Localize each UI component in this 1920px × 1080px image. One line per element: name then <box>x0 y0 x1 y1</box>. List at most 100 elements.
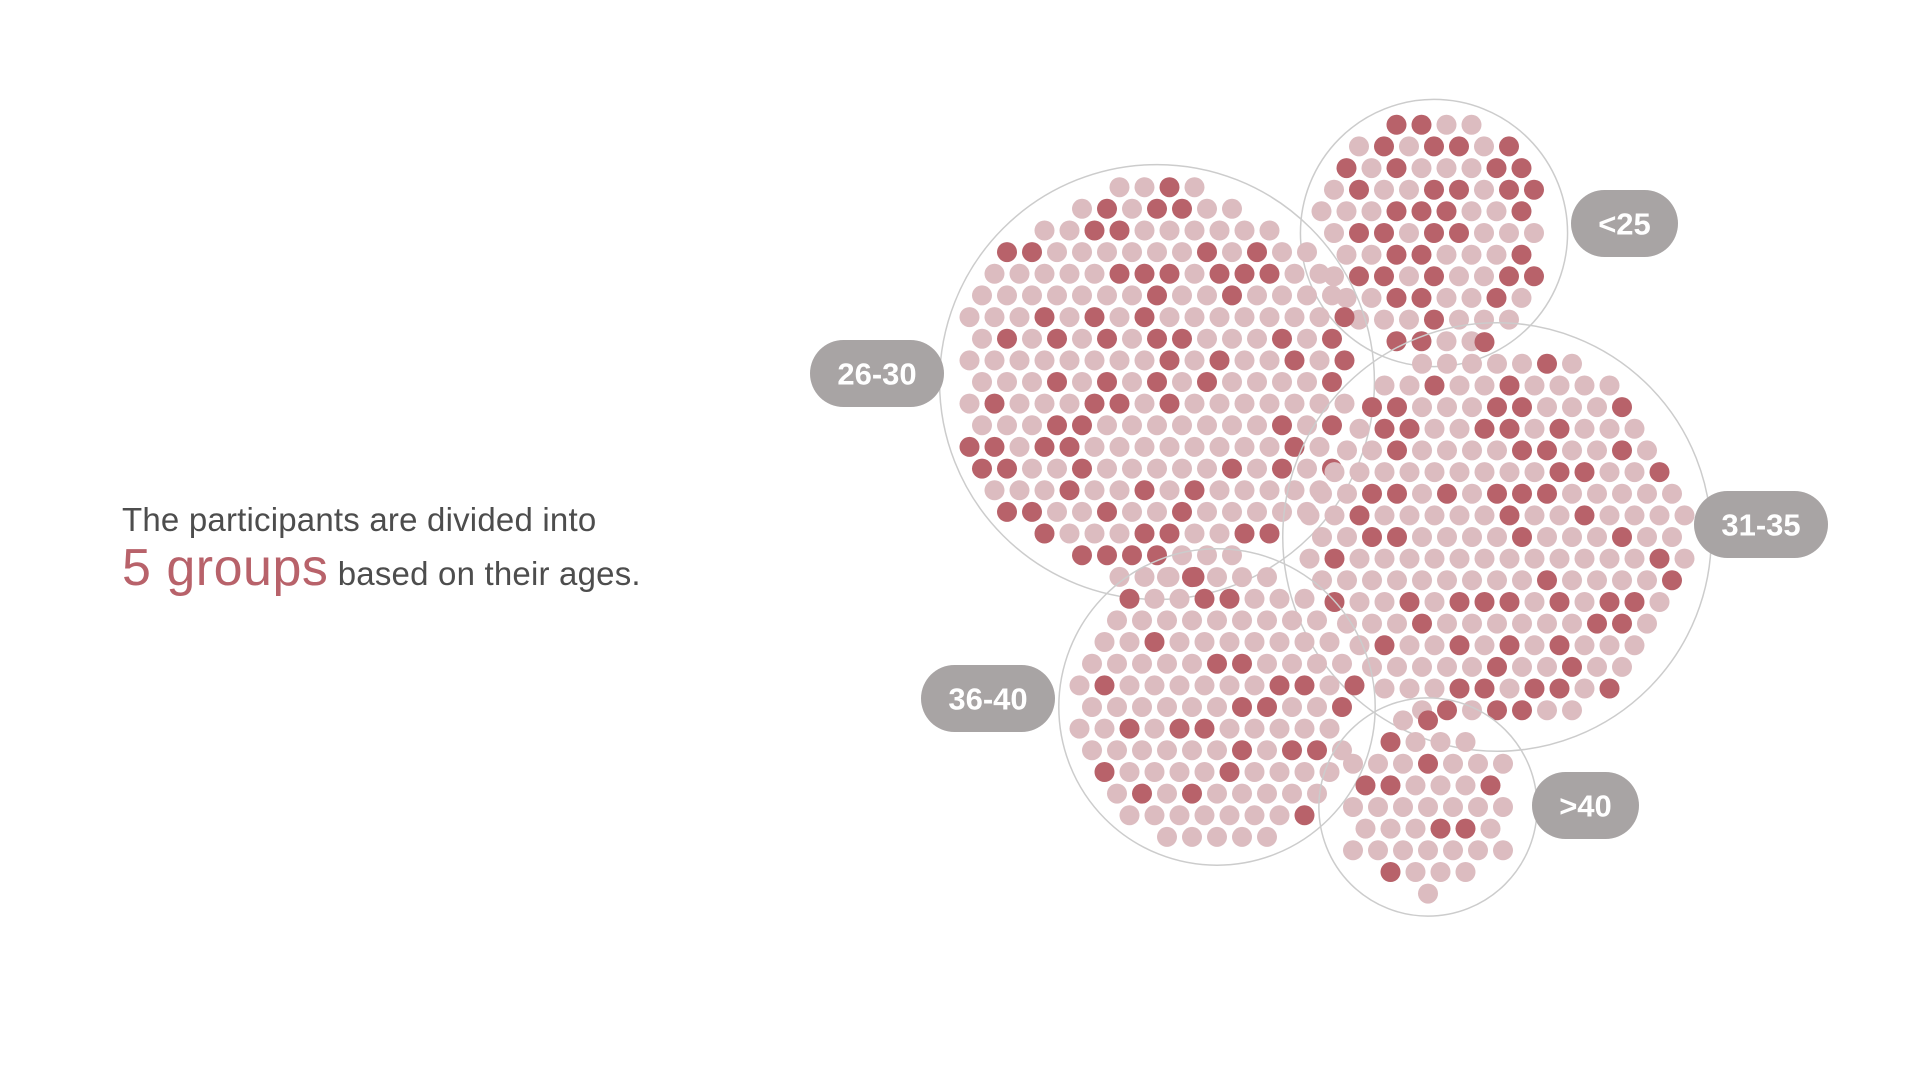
participant-dot-highlighted <box>1362 483 1382 504</box>
participant-dot <box>1257 610 1277 631</box>
participant-dot <box>1562 700 1582 721</box>
participant-dot <box>1034 263 1055 284</box>
participant-dot <box>1599 548 1620 569</box>
participant-dot-highlighted <box>1134 263 1155 284</box>
participant-dot <box>1449 462 1470 483</box>
participant-dot <box>1222 242 1242 263</box>
participant-dot-highlighted <box>1184 480 1205 501</box>
participant-dot <box>1349 136 1369 157</box>
participant-dot-highlighted <box>1349 266 1369 287</box>
participant-dot <box>1511 287 1532 308</box>
participant-dot-highlighted <box>1499 635 1520 656</box>
participant-dot <box>1574 418 1595 439</box>
participant-dot <box>1337 613 1357 634</box>
participant-dot-highlighted <box>1524 266 1544 287</box>
participant-dot <box>1084 263 1105 284</box>
participant-dot <box>1474 136 1494 157</box>
participant-dot <box>972 372 992 392</box>
participant-dot-highlighted <box>1134 480 1155 501</box>
participant-dot <box>1209 436 1230 457</box>
participant-dot <box>1493 840 1513 861</box>
participant-dot-highlighted <box>1436 201 1457 222</box>
participant-dot <box>1107 783 1127 804</box>
participant-dot <box>1072 198 1092 219</box>
participant-dot <box>1257 826 1277 847</box>
participant-dot <box>1311 201 1332 222</box>
participant-dot <box>1412 656 1432 677</box>
participant-dot <box>1362 570 1382 591</box>
participant-dot <box>1587 570 1607 591</box>
participant-dot <box>1297 328 1317 349</box>
participant-dot <box>1524 223 1544 243</box>
participant-dot <box>1461 201 1482 222</box>
participant-dot <box>1549 375 1570 396</box>
participant-dot-highlighted <box>1474 418 1495 439</box>
participant-dot <box>1182 697 1202 717</box>
participant-dot <box>1082 740 1102 761</box>
participant-dot <box>1474 375 1495 396</box>
participant-dot <box>1132 653 1152 674</box>
participant-dot <box>1455 775 1476 796</box>
participant-dot <box>1284 393 1305 414</box>
intro-text: The participants are divided into 5 grou… <box>122 500 762 602</box>
participant-dot-highlighted <box>1322 415 1342 436</box>
group-label-pill <box>921 665 1055 732</box>
participant-dot <box>1219 675 1240 696</box>
participant-dot <box>1122 242 1142 263</box>
participant-dot <box>1587 656 1607 677</box>
participant-dot <box>1207 783 1227 804</box>
participant-dot <box>1109 177 1130 198</box>
participant-dot-highlighted <box>1084 307 1105 328</box>
participant-dot <box>1524 375 1545 396</box>
participant-dot-highlighted <box>1209 263 1230 284</box>
group-outline-circle <box>1058 548 1376 866</box>
participant-dot-highlighted <box>1380 775 1401 796</box>
participant-dot-highlighted <box>997 242 1017 263</box>
participant-dot <box>1312 483 1332 504</box>
participant-dot <box>1147 415 1167 436</box>
participant-dot <box>1587 440 1607 461</box>
participant-dot <box>1599 462 1620 483</box>
participant-dot <box>1047 285 1067 306</box>
participant-dot-highlighted <box>1449 136 1469 157</box>
participant-dot-highlighted <box>1424 179 1444 200</box>
participant-dot <box>1294 718 1315 739</box>
participant-dot <box>1474 309 1494 330</box>
group-label-pill <box>1571 190 1678 257</box>
participant-dot <box>1234 436 1255 457</box>
participant-dot <box>1159 307 1180 328</box>
participant-dot <box>1493 753 1513 774</box>
participant-dot-highlighted <box>1474 592 1495 612</box>
participant-dot-highlighted <box>1399 418 1420 439</box>
participant-dot <box>1424 592 1445 612</box>
participant-dot <box>1259 393 1280 414</box>
participant-dot <box>1259 350 1280 371</box>
participant-dot <box>1122 458 1142 479</box>
participant-dot <box>1562 570 1582 591</box>
participant-dot <box>1197 415 1217 436</box>
participant-dot-highlighted <box>1072 458 1092 479</box>
participant-dot <box>997 415 1017 436</box>
participant-dot <box>1412 527 1432 547</box>
participant-dot <box>1184 263 1205 284</box>
participant-dot-highlighted <box>1499 266 1519 287</box>
participant-dot <box>1674 505 1695 526</box>
participant-dot <box>1399 462 1420 483</box>
participant-dot <box>1259 220 1280 241</box>
participant-dot-highlighted <box>1499 505 1520 526</box>
participant-dot-highlighted <box>1437 483 1457 504</box>
participant-dot-highlighted <box>1182 783 1202 804</box>
participant-dot <box>1169 675 1190 696</box>
participant-dot-highlighted <box>1232 653 1252 674</box>
participant-dot <box>1269 632 1290 652</box>
participant-dot <box>1343 797 1363 817</box>
participant-dot <box>1197 198 1217 219</box>
participant-dot-highlighted <box>1272 415 1292 436</box>
group-4: 36-40 <box>921 548 1376 866</box>
participant-dot <box>1461 287 1482 308</box>
participant-dot-highlighted <box>1182 567 1202 588</box>
participant-dot <box>1282 610 1302 631</box>
participant-dot-highlighted <box>1034 523 1055 544</box>
participant-dot-highlighted <box>1499 136 1519 157</box>
participant-dot <box>1524 592 1545 612</box>
